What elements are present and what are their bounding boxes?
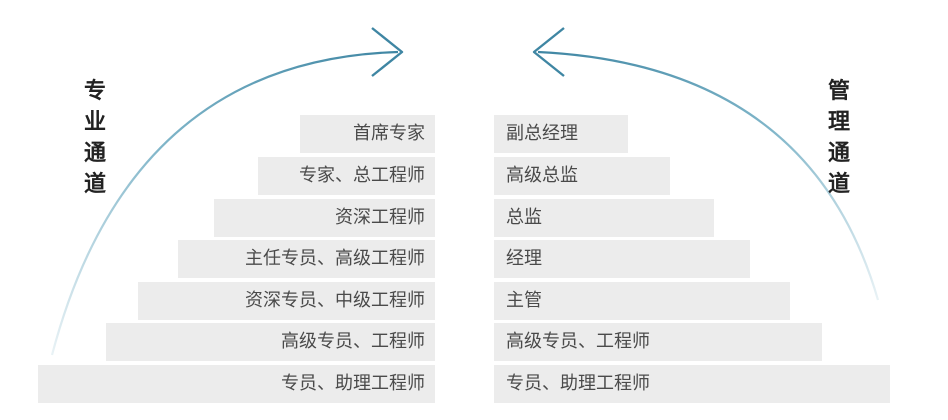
left-arrowhead-icon: [371, 27, 404, 77]
left-channel-title: 专业通道: [83, 79, 106, 197]
left-level-3: 资深工程师: [214, 199, 435, 237]
left-arc: [50, 50, 399, 356]
right-level-6: 高级专员、工程师: [494, 323, 822, 361]
right-channel-title: 管理通道: [827, 79, 850, 197]
right-level-7: 专员、助理工程师: [494, 365, 890, 403]
right-arc: [537, 50, 880, 301]
left-level-2: 专家、总工程师: [258, 157, 435, 195]
right-level-3: 总监: [494, 199, 714, 237]
left-level-4: 主任专员、高级工程师: [178, 240, 435, 278]
right-level-1: 副总经理: [494, 115, 628, 153]
left-level-5: 资深专员、中级工程师: [138, 282, 435, 320]
left-level-6: 高级专员、工程师: [106, 323, 435, 361]
right-arrowhead-icon: [532, 27, 565, 77]
right-level-4: 经理: [494, 240, 750, 278]
left-level-7: 专员、助理工程师: [38, 365, 435, 403]
right-level-5: 主管: [494, 282, 790, 320]
right-level-2: 高级总监: [494, 157, 670, 195]
left-level-1: 首席专家: [300, 115, 435, 153]
